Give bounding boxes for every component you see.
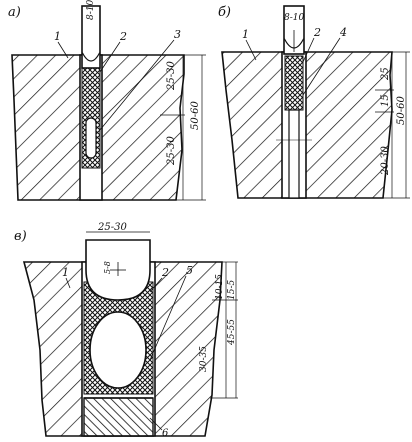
- panel-b-top-dim: 8-10: [284, 13, 304, 23]
- panel-a-callout-1: 1: [54, 30, 61, 43]
- panel-c-label: в): [14, 229, 27, 244]
- panel-a-dim-upper: 25-30: [166, 61, 177, 91]
- panel-c-top-dim: 25-30: [97, 222, 127, 233]
- panel-b-dim-20-30: 20-30: [380, 146, 391, 176]
- panel-a-callout-3: 3: [174, 28, 181, 41]
- panel-c-inner-dim: 5-8: [103, 261, 112, 274]
- panel-c: в) 25-30 5-8 1 2 5 6 10-15 15-5: [14, 222, 238, 439]
- panel-a-top-dim: 8-10: [86, 0, 96, 20]
- panel-a-label: a): [8, 5, 21, 20]
- panel-b-callout-1: 1: [242, 28, 249, 41]
- panel-b-dim-25: 25: [380, 67, 391, 81]
- panel-c-dim-15-5: 15-5: [227, 280, 237, 300]
- panel-a-dim-lower: 25-30: [166, 136, 177, 166]
- panel-b-block: [221, 51, 393, 199]
- panel-c-callout-5: 5: [186, 264, 193, 277]
- panel-a-callout-2: 2: [119, 30, 127, 43]
- panel-b: б) 8-10 1 2 4 25 15 20-30 50-60: [218, 5, 410, 199]
- panel-c-dim-45-55: 45-55: [227, 319, 237, 346]
- panel-b-dim-15: 15: [380, 94, 391, 107]
- panel-c-callout-6: 6: [162, 428, 169, 439]
- panel-a: a) 8-10 1 2 3 25-30 25-30 50-60: [8, 0, 206, 201]
- panel-c-bottom-block: [83, 397, 154, 437]
- panel-b-tube: [288, 109, 300, 199]
- panel-b-callout-4: 4: [339, 26, 347, 39]
- panel-c-dim-10-15: 10-15: [215, 274, 225, 300]
- panel-a-dim-total: 50-60: [190, 101, 201, 130]
- panel-b-callout-2: 2: [313, 26, 321, 39]
- panel-c-callout-2: 2: [161, 266, 169, 279]
- panel-b-filler: [284, 55, 304, 111]
- panel-b-dim-total: 50-60: [396, 96, 407, 125]
- panel-c-callout-1: 1: [62, 266, 69, 279]
- panel-b-label: б): [218, 5, 231, 20]
- panel-c-dim-30-35: 30-35: [199, 346, 209, 372]
- panel-c-cavity: [89, 311, 147, 389]
